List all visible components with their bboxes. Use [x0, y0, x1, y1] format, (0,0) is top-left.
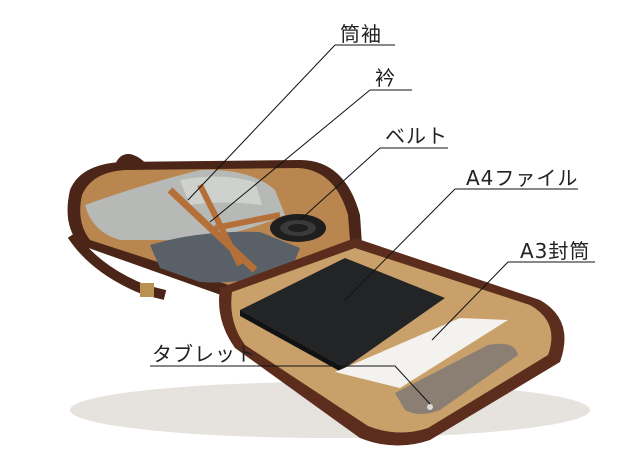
a3-envelope	[335, 318, 508, 388]
strap-cross	[214, 212, 281, 231]
strap-buckle	[140, 283, 154, 297]
label-a3-envelope: A3封筒	[520, 239, 591, 263]
tablet-button	[427, 404, 433, 410]
label-tablet: タブレット	[152, 342, 257, 366]
leader-sleeve	[187, 44, 336, 201]
shirt-fold-shadow	[180, 176, 262, 205]
label-sleeve: 筒袖	[340, 22, 382, 46]
rolled-belt	[270, 214, 326, 242]
leader-belt	[299, 147, 381, 221]
label-collar: 衿	[375, 66, 396, 90]
label-a4-file: A4ファイル	[466, 166, 579, 190]
leader-lines	[150, 44, 595, 405]
a4-file	[240, 258, 445, 368]
leader-a3	[431, 261, 509, 341]
leader-a4	[344, 188, 456, 301]
strap-left	[167, 187, 258, 273]
leader-tablet	[394, 365, 431, 405]
tablet	[395, 343, 518, 414]
top-handle	[114, 154, 148, 171]
leader-collar	[209, 89, 371, 223]
label-belt: ベルト	[385, 124, 448, 148]
dark-garment	[150, 231, 300, 283]
a4-file-edge	[240, 310, 345, 374]
